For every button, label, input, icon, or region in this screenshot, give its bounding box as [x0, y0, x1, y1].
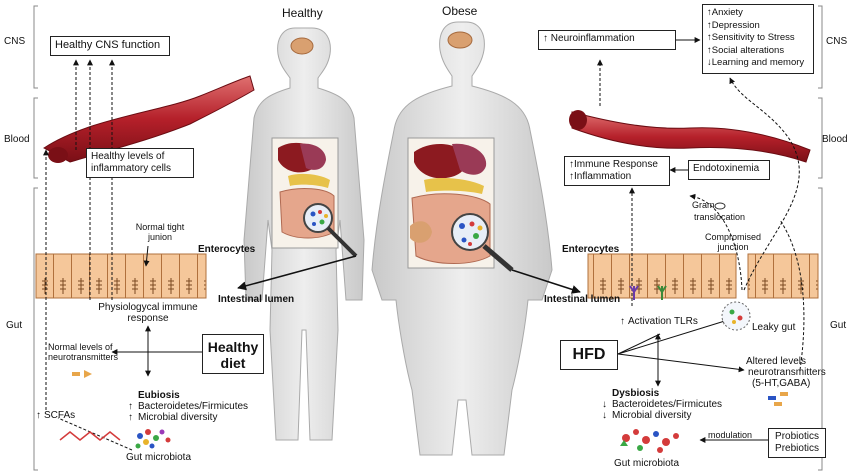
obese-title: Obese [442, 4, 478, 18]
inflammation-line: ↑Inflammation [569, 171, 632, 182]
obese-enterocyte-layer-right [747, 253, 819, 299]
obese-bacteroidetes-label: Bacteroidetes/Firmicutes [612, 399, 723, 410]
healthy-brain [290, 37, 314, 55]
obese-blood-vessel [571, 111, 811, 163]
obese-down-arrow-2: ↓ [602, 410, 607, 421]
neuroinflammation-up-arrow: ↑ [543, 33, 548, 44]
healthy-organs [271, 137, 358, 258]
cns-effect-depression: ↑Depression [707, 19, 760, 31]
obese-zoom-arrow [511, 269, 581, 294]
compromised-junction-label: Compromised junction [704, 232, 762, 252]
hfd-box: HFD [560, 340, 618, 370]
tight-junction-label: Normal tight junion [135, 222, 185, 242]
left-label-blood: Blood [4, 134, 30, 145]
leaky-gut-label: Leaky gut [752, 322, 796, 333]
healthy-enterocyte-layer [35, 253, 207, 299]
healthy-vessel-opening [48, 147, 68, 163]
immune-inflammation-box: ↑Immune Response ↑Inflammation [564, 156, 670, 186]
healthy-neurotransmitters-label: Normal levels of neurotransmitters [48, 342, 119, 362]
healthy-up-arrow-2: ↑ [128, 412, 133, 423]
eubiosis-label: Eubiosis [138, 390, 180, 401]
healthy-solid-arrows [111, 245, 202, 377]
tlr-receptor-purple [629, 285, 639, 300]
tlr-receptor-green [657, 285, 667, 300]
gram-negative-symbol [714, 202, 726, 210]
healthy-lumen-label: Intestinal lumen [218, 294, 295, 305]
obese-organs [407, 137, 514, 272]
scfa-label: SCFAs [44, 410, 76, 421]
healthy-up-arrow-1: ↑ [128, 401, 133, 412]
translocation-label: translocation [694, 212, 746, 222]
scfa-chain [59, 431, 121, 441]
obese-enterocytes-label: Enterocytes [562, 244, 620, 255]
healthy-zoom-arrow [237, 255, 357, 291]
altered-neurotransmitters-label: neurotransmitters [748, 367, 826, 378]
modulation-label: modulation [708, 430, 753, 440]
healthy-microbiota-label: Gut microbiota [126, 452, 192, 463]
obese-neurotransmitter-symbols [768, 392, 788, 406]
obese-microbiota-label: Gut microbiota [614, 458, 680, 469]
cns-effect-learning: ↓Learning and memory [707, 57, 805, 68]
healthy-title: Healthy [282, 6, 323, 20]
gram-label: Gram [692, 200, 715, 210]
healthy-diet-box: Healthy diet [202, 334, 264, 374]
healthy-cns-box: Healthy CNS function [50, 36, 170, 56]
tlrs-up-arrow: ↑ [620, 316, 625, 327]
cns-effect-stress: ↑Sensitivity to Stress [707, 32, 795, 43]
healthy-immune-label: Physiologycal immune response [98, 302, 198, 324]
obese-brain [447, 31, 473, 49]
healthy-blood-vessel [43, 75, 255, 163]
healthy-microbiota-cluster [135, 429, 171, 449]
leaky-gut-bubble [721, 301, 751, 331]
obese-solid-arrows [617, 37, 768, 443]
endotoxinemia-box: Endotoxinemia [688, 160, 770, 180]
left-section-brackets [33, 5, 38, 471]
healthy-diversity-label: Microbial diversity [138, 412, 218, 423]
neuroinflammation-box: ↑ Neuroinflammation [538, 30, 676, 50]
obese-down-arrow-1: ↓ [602, 399, 607, 410]
right-label-gut: Gut [830, 320, 847, 331]
healthy-inflammatory-box: Healthy levels of inflammatory cells [86, 148, 194, 178]
obese-dashed-arrows [597, 59, 805, 371]
right-section-brackets [818, 5, 823, 471]
dysbiosis-label: Dysbiosis [612, 388, 660, 399]
cns-effect-anxiety: ↑Anxiety [707, 7, 743, 18]
healthy-dashed-arrows [43, 59, 133, 451]
probiotics-text: Probiotics [775, 431, 819, 442]
right-label-cns: CNS [826, 36, 848, 47]
obese-microbiota-cluster [620, 429, 679, 453]
probiotics-box: Probiotics Prebiotics [768, 428, 826, 458]
scfa-up-arrow: ↑ [36, 410, 41, 421]
healthy-enterocytes-label: Enterocytes [198, 244, 256, 255]
obese-vessel-opening [569, 110, 587, 130]
neuroinflammation-text: Neuroinflammation [550, 33, 635, 44]
left-label-cns: CNS [4, 36, 26, 47]
prebiotics-text: Prebiotics [775, 443, 819, 454]
healthy-neurotransmitter-symbols [72, 370, 92, 378]
left-label-gut: Gut [6, 320, 23, 331]
healthy-bacteroidetes-label: Bacteroidetes/Firmicutes [138, 401, 249, 412]
obese-lumen-label: Intestinal lumen [544, 294, 621, 305]
altered-label: Altered levels [746, 356, 807, 367]
cns-effects-box: ↑Anxiety ↑Depression ↑Sensitivity to Str… [702, 4, 814, 74]
immune-response-line: ↑Immune Response [569, 159, 658, 170]
cns-effect-social: ↑Social alterations [707, 44, 785, 56]
obese-diversity-label: Microbial diversity [612, 410, 692, 421]
serotonin-gaba-label: (5-HT,GABA) [752, 378, 811, 389]
tlrs-label: Activation TLRs [628, 316, 698, 327]
right-label-blood: Blood [822, 134, 848, 145]
